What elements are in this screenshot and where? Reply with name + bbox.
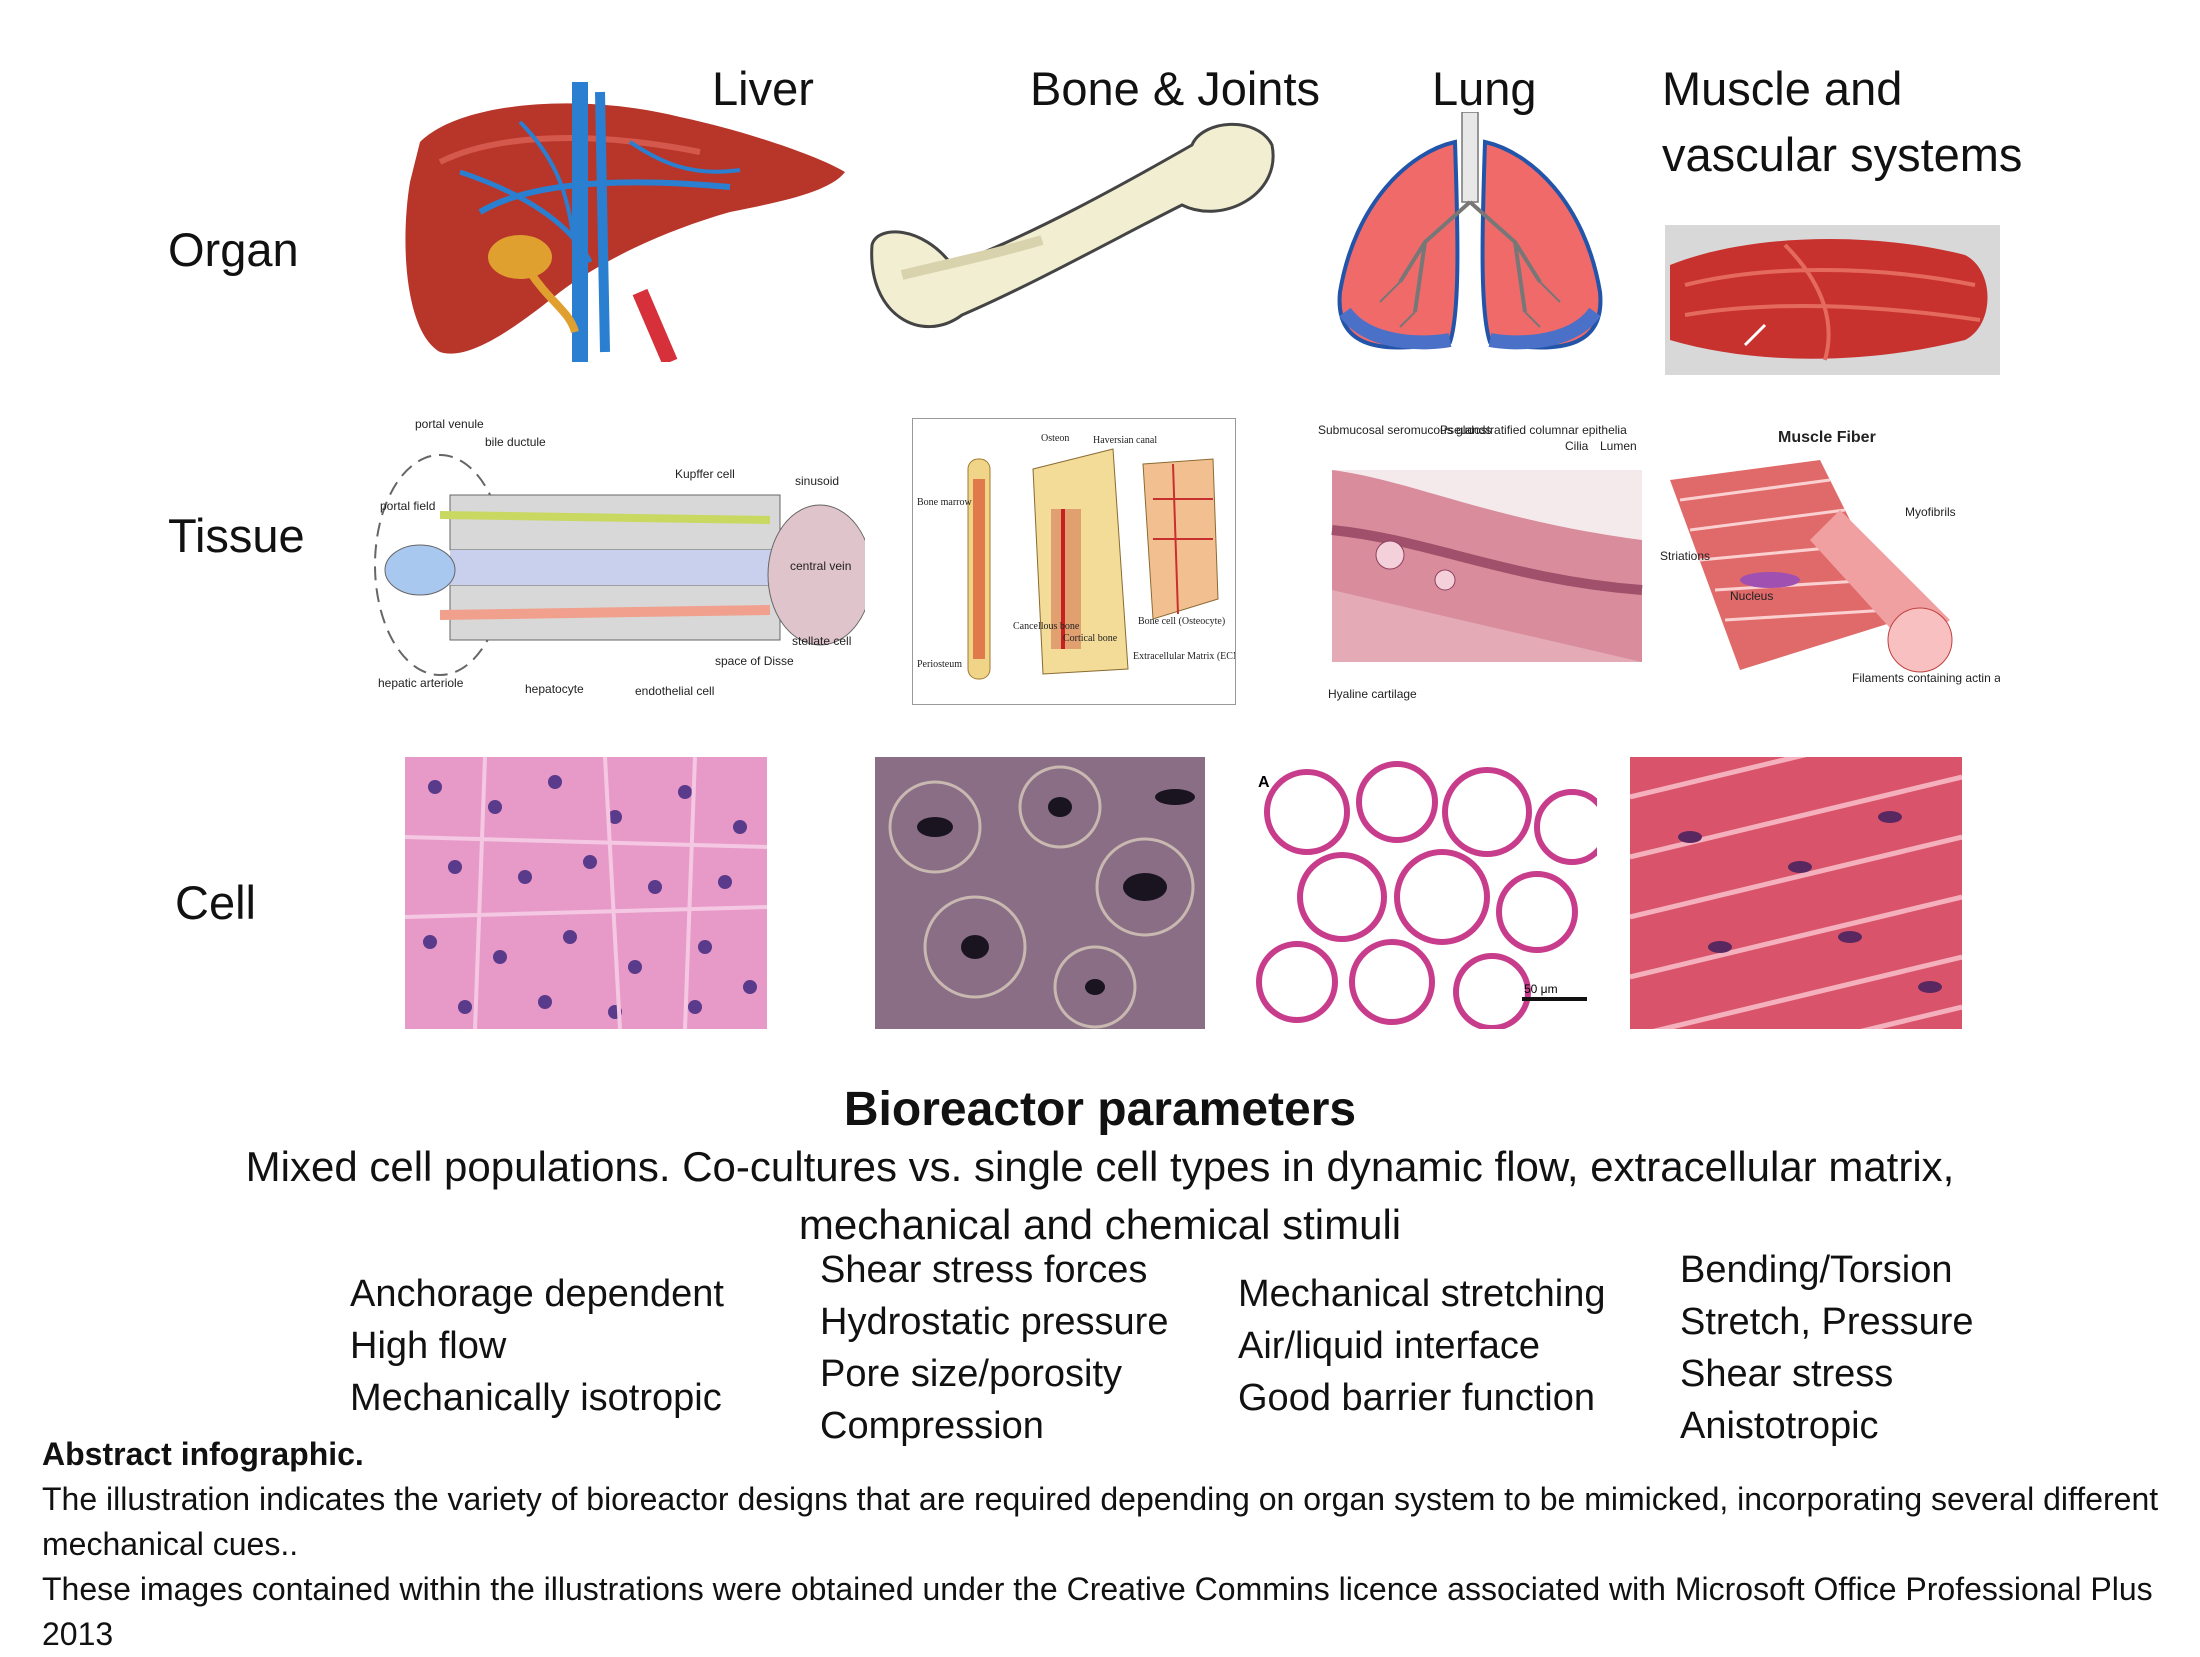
- param-item: Compression: [820, 1405, 1044, 1447]
- abstract-title: Abstract infographic.: [42, 1436, 364, 1472]
- column-header-muscle-line2: vascular systems: [1662, 127, 2023, 181]
- label-kupffer-cell: Kupffer cell: [675, 467, 735, 481]
- label-cilia: Cilia: [1565, 439, 1589, 453]
- bioreactor-subtitle-line1: Mixed cell populations. Co-cultures vs. …: [245, 1143, 1955, 1190]
- label-cancellous-bone: Cancellous bone: [1013, 621, 1080, 632]
- label-submucosal-glands: Submucosal seromucous glands: [1318, 423, 1491, 437]
- label-hyaline-cartilage: Hyaline cartilage: [1328, 687, 1417, 701]
- abstract-line1: The illustration indicates the variety o…: [42, 1481, 2159, 1562]
- param-item: Anistotropic: [1680, 1405, 1879, 1447]
- label-myofibrils: Myofibrils: [1905, 505, 1956, 519]
- muscle-cell-histology: [1630, 757, 1962, 1029]
- column-header-bone-joints: Bone & Joints: [1030, 62, 1321, 115]
- column-header-lung: Lung: [1432, 62, 1537, 115]
- parameters-muscle: Bending/Torsion Stretch, Pressure Shear …: [1680, 1244, 1974, 1452]
- param-item: Shear stress forces: [820, 1249, 1148, 1291]
- param-item: Bending/Torsion: [1680, 1249, 1953, 1291]
- column-header-muscle-vascular: Muscle and vascular systems: [1662, 56, 2022, 188]
- param-item: Mechanical stretching: [1238, 1273, 1606, 1315]
- abstract-caption: Abstract infographic. The illustration i…: [42, 1432, 2172, 1657]
- param-item: Air/liquid interface: [1238, 1325, 1541, 1367]
- label-central-vein: central vein: [790, 559, 851, 573]
- label-osteon: Osteon: [1041, 433, 1069, 444]
- label-periosteum: Periosteum: [917, 659, 962, 670]
- label-hepatic-arteriole: hepatic arteriole: [378, 676, 464, 690]
- label-muscle-fiber-title: Muscle Fiber: [1778, 429, 1876, 446]
- label-hepatocyte: hepatocyte: [525, 682, 584, 696]
- label-lumen: Lumen: [1600, 439, 1637, 453]
- label-stellate-cell: stellate cell: [792, 634, 851, 648]
- parameters-liver: Anchorage dependent High flow Mechanical…: [350, 1268, 724, 1424]
- bioreactor-subtitle: Mixed cell populations. Co-cultures vs. …: [100, 1138, 2100, 1254]
- label-ecm: Extracellular Matrix (ECM): [1133, 651, 1235, 662]
- column-header-liver: Liver: [712, 62, 814, 115]
- param-item: Mechanically isotropic: [350, 1377, 722, 1419]
- lung-organ-illustration: [1330, 112, 1610, 362]
- column-header-muscle-line1: Muscle and: [1662, 62, 1903, 115]
- label-striations: Striations: [1660, 549, 1710, 563]
- liver-organ-illustration: [400, 62, 848, 362]
- label-pseudostratified-epithelia: Pseudostratified columnar epithelia: [1440, 423, 1627, 437]
- label-haversian-canal: Haversian canal: [1093, 435, 1157, 446]
- liver-cell-histology: [405, 757, 767, 1029]
- param-item: Good barrier function: [1238, 1377, 1595, 1419]
- param-item: Anchorage dependent: [350, 1273, 724, 1315]
- parameters-bone: Shear stress forces Hydrostatic pressure…: [820, 1244, 1168, 1452]
- label-bone-cell: Bone cell (Osteocyte): [1138, 616, 1225, 627]
- label-bile-ductule: bile ductule: [485, 435, 546, 449]
- label-portal-field: portal field: [380, 499, 435, 513]
- bioreactor-subtitle-line2: mechanical and chemical stimuli: [798, 1201, 1402, 1248]
- param-item: Stretch, Pressure: [1680, 1301, 1974, 1343]
- lung-cell-panel-letter: A: [1258, 774, 1270, 791]
- lung-cell-histology: A 50 μm: [1252, 757, 1597, 1029]
- label-nucleus: Nucleus: [1730, 589, 1773, 603]
- label-filaments: Filaments containing actin and myosin: [1852, 671, 2000, 685]
- liver-tissue-diagram: portal venule bile ductule portal field …: [370, 410, 865, 710]
- muscle-organ-photo: [1665, 225, 2000, 375]
- label-cortical-bone: Cortical bone: [1063, 633, 1118, 644]
- muscle-tissue-diagram: Muscle Fiber Myofibrils Striations Nucle…: [1660, 420, 2000, 710]
- label-bone-marrow: Bone marrow: [917, 497, 972, 508]
- label-space-of-disse: space of Disse: [715, 654, 794, 668]
- lung-cell-scale-bar: 50 μm: [1524, 982, 1558, 996]
- label-sinusoid: sinusoid: [795, 474, 839, 488]
- param-item: High flow: [350, 1325, 507, 1367]
- row-label-organ: Organ: [168, 223, 299, 276]
- param-item: Hydrostatic pressure: [820, 1301, 1169, 1343]
- row-label-cell: Cell: [175, 876, 256, 929]
- row-label-tissue: Tissue: [168, 509, 305, 562]
- bone-organ-illustration: [862, 115, 1282, 345]
- bone-cell-histology: [875, 757, 1205, 1029]
- label-portal-venule: portal venule: [415, 417, 484, 431]
- bioreactor-title: Bioreactor parameters: [843, 1083, 1357, 1136]
- label-endothelial-cell: endothelial cell: [635, 684, 714, 698]
- bone-tissue-diagram: Osteon Haversian canal Bone marrow Cance…: [912, 418, 1236, 705]
- param-item: Shear stress: [1680, 1353, 1894, 1395]
- lung-tissue-histology: Submucosal seromucous glands Pseudostrat…: [1310, 420, 1655, 710]
- parameters-lung: Mechanical stretching Air/liquid interfa…: [1238, 1268, 1606, 1424]
- abstract-line2: These images contained within the illust…: [42, 1571, 2153, 1652]
- param-item: Pore size/porosity: [820, 1353, 1123, 1395]
